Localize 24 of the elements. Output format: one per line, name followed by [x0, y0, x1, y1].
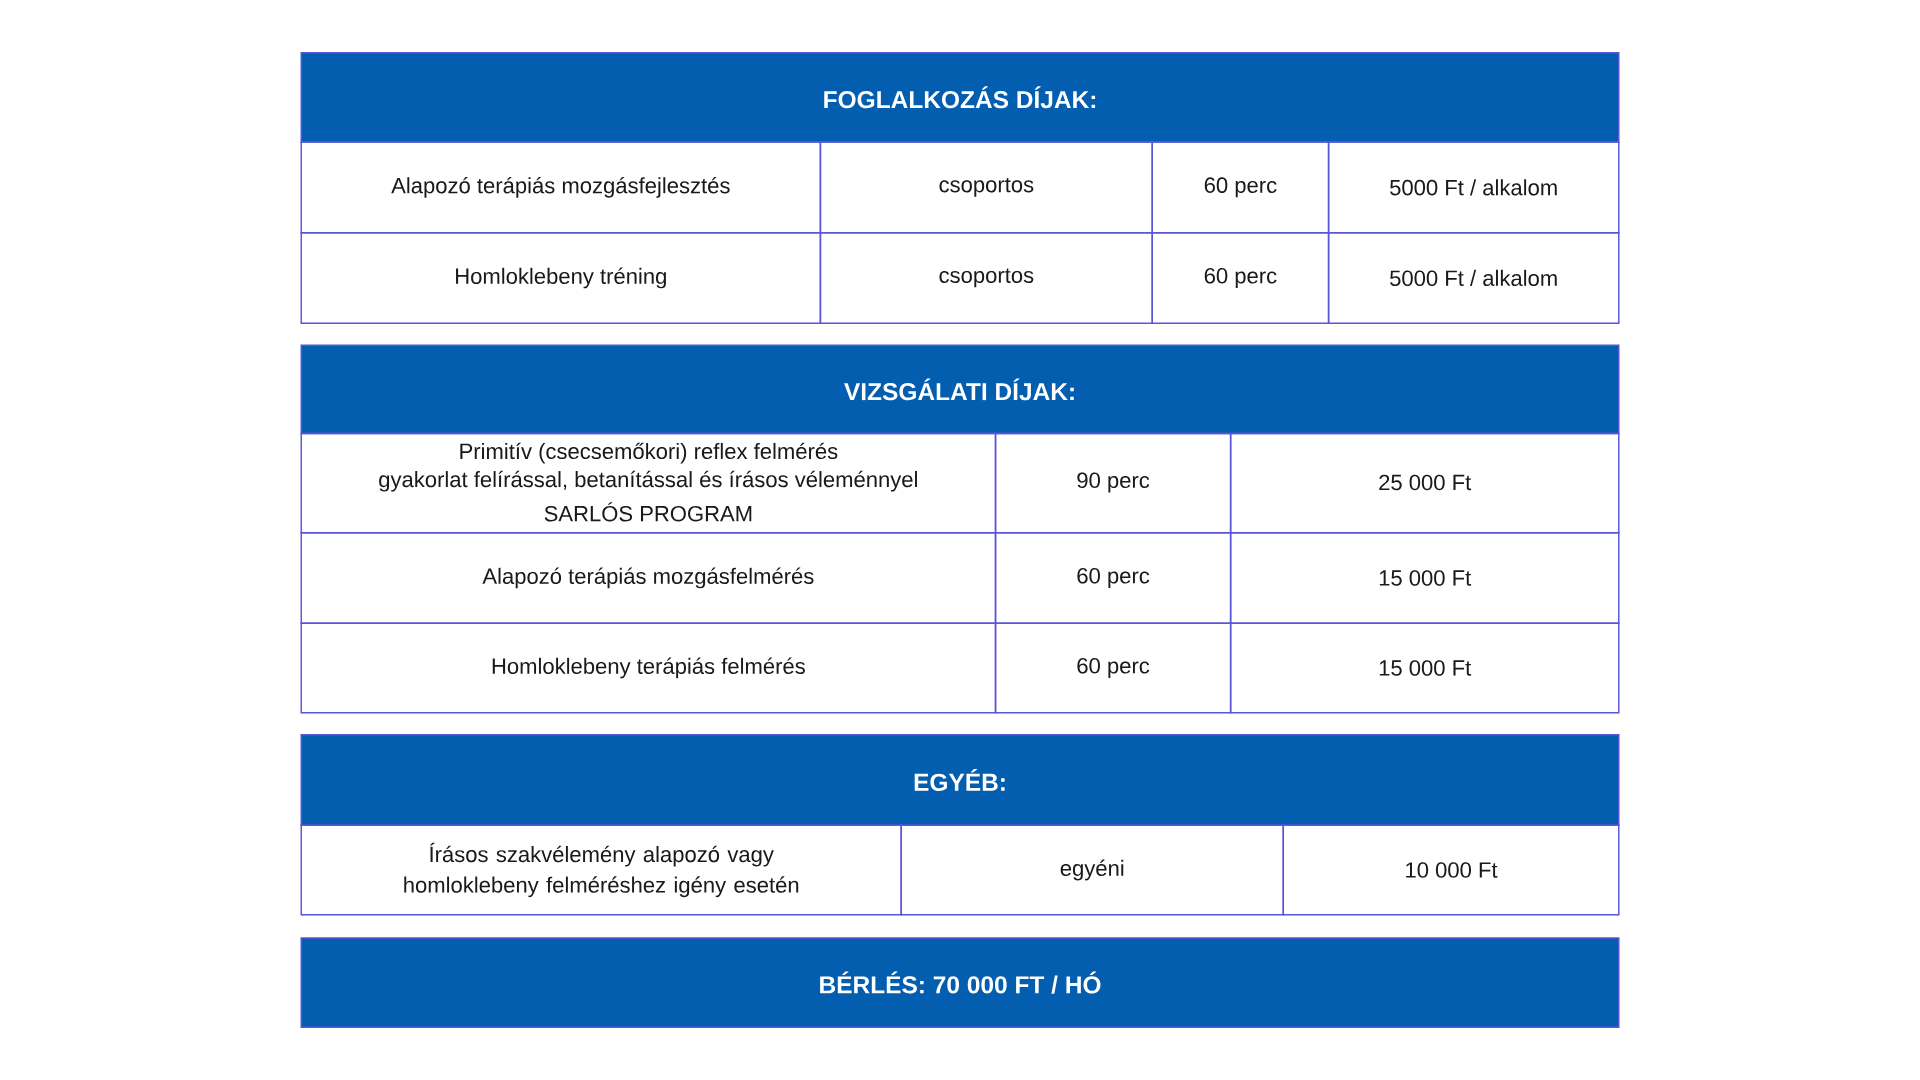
table-cell: 5000 Ft / alkalom [1327, 141, 1620, 234]
table-cell: 60 perc [1151, 141, 1330, 234]
table-cell: csoportos [819, 141, 1153, 234]
table-cell: 15 000 Ft [1229, 531, 1620, 624]
table-cell: egyéni [900, 824, 1284, 916]
table-cell: Alapozó terápiás mozgásfelmérés [300, 531, 997, 624]
table-cell: csoportos [819, 231, 1153, 324]
table-cell: 15 000 Ft [1229, 622, 1620, 714]
table-cell: Primitív (csecsemőkori) reflex felmérés gyakorlat felírással, betanítással és írásos véleménnyel SARLÓS PROGRAM [300, 432, 997, 534]
table-cell: 90 perc [994, 432, 1232, 534]
table-cell: 5000 Ft / alkalom [1327, 231, 1620, 324]
table-cell: Homloklebeny tréning [300, 231, 822, 324]
table-cell: Írásos szakvélemény alapozó vagy homloklebeny felméréshez igény esetén [300, 824, 902, 916]
section-header: BÉRLÉS: 70 000 FT / HÓ [300, 937, 1620, 1029]
table-cell: 60 perc [994, 622, 1232, 714]
section-header: FOGLALKOZÁS DÍJAK: [300, 51, 1620, 143]
table-cell: Homloklebeny terápiás felmérés [300, 622, 997, 714]
table-cell: 60 perc [1151, 231, 1330, 324]
table-cell: Alapozó terápiás mozgásfejlesztés [300, 141, 822, 234]
table-cell: 10 000 Ft [1282, 824, 1620, 916]
section-header: VIZSGÁLATI DÍJAK: [300, 344, 1620, 435]
table-cell: 25 000 Ft [1229, 432, 1620, 534]
table-cell: 60 perc [994, 531, 1232, 624]
section-header: EGYÉB: [300, 733, 1620, 827]
